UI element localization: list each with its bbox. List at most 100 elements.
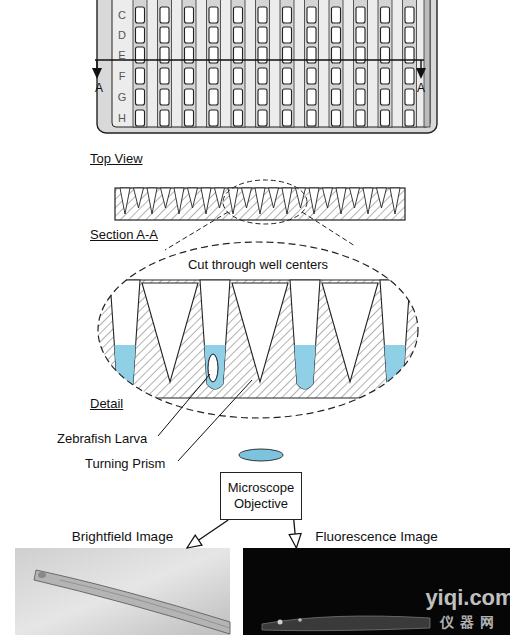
well-slot bbox=[356, 7, 365, 23]
well-slot bbox=[234, 27, 243, 43]
well-slot bbox=[307, 89, 316, 105]
section-letter: A bbox=[95, 82, 103, 95]
well-slot bbox=[356, 27, 365, 43]
leader-line bbox=[178, 380, 252, 461]
well-slot bbox=[381, 110, 390, 126]
section-arrow bbox=[92, 68, 102, 79]
section-well bbox=[269, 188, 279, 208]
panel-title: Brightfield Image bbox=[15, 529, 230, 544]
well-slot bbox=[332, 68, 341, 84]
well-slot bbox=[185, 110, 194, 126]
well-slot bbox=[136, 68, 145, 84]
larva-image bbox=[60, 580, 230, 628]
well-slot bbox=[258, 89, 267, 105]
well-slot bbox=[356, 89, 365, 105]
section-well bbox=[309, 188, 319, 214]
section-well bbox=[350, 188, 360, 208]
detail-leader bbox=[302, 212, 355, 246]
section-line bbox=[95, 59, 424, 60]
section-well bbox=[242, 188, 252, 208]
well-slot bbox=[405, 110, 414, 126]
well-slot bbox=[136, 89, 145, 105]
section-well bbox=[255, 188, 265, 214]
well-liquid bbox=[294, 345, 315, 389]
well-cavity bbox=[380, 280, 410, 389]
well-column bbox=[207, 0, 221, 127]
well-slot bbox=[160, 27, 169, 43]
well-slot bbox=[332, 7, 341, 23]
objective-lens bbox=[239, 449, 283, 461]
row-letter: E bbox=[118, 49, 125, 61]
section-well bbox=[201, 188, 211, 214]
plate-material bbox=[96, 280, 426, 398]
well-column bbox=[403, 0, 417, 127]
turning-prism bbox=[322, 283, 378, 382]
section-well bbox=[363, 188, 373, 214]
well-slot bbox=[381, 68, 390, 84]
well-slot bbox=[234, 89, 243, 105]
well-slot bbox=[185, 68, 194, 84]
objective-box: Microscope Objective bbox=[220, 472, 302, 520]
section-well bbox=[120, 188, 130, 214]
well-column bbox=[133, 0, 147, 127]
well-slot bbox=[332, 27, 341, 43]
well-slot bbox=[381, 89, 390, 105]
connector-arrow bbox=[294, 520, 297, 548]
panel-title: Fluorescence Image bbox=[243, 529, 510, 544]
connector-arrow bbox=[187, 520, 228, 548]
well-slot bbox=[381, 7, 390, 23]
section-well bbox=[147, 188, 157, 214]
well-slot bbox=[160, 110, 169, 126]
larva-eye bbox=[38, 572, 46, 578]
well-slot bbox=[332, 89, 341, 105]
well-column bbox=[256, 0, 270, 127]
well-slot bbox=[405, 68, 414, 84]
view-title: Top View bbox=[90, 152, 143, 166]
detail-view bbox=[96, 280, 426, 398]
well-slot bbox=[258, 110, 267, 126]
zebrafish-larva bbox=[208, 354, 218, 382]
well-slot bbox=[283, 68, 292, 84]
plate-inner bbox=[112, 0, 430, 127]
section-well bbox=[296, 188, 306, 208]
row-letter: F bbox=[119, 70, 126, 82]
well-column bbox=[231, 0, 245, 127]
well-slot bbox=[160, 68, 169, 84]
larva-image bbox=[34, 570, 230, 634]
section-well bbox=[188, 188, 198, 208]
section-well bbox=[134, 188, 144, 208]
well-slot bbox=[405, 7, 414, 23]
well-slot bbox=[332, 110, 341, 126]
well-column bbox=[378, 0, 392, 127]
well-slot bbox=[160, 89, 169, 105]
well-slot bbox=[209, 89, 218, 105]
section-well bbox=[390, 188, 400, 214]
image-panel: Brightfield Image bbox=[15, 548, 230, 635]
well-slot bbox=[234, 68, 243, 84]
view-title: Section A-A bbox=[90, 228, 158, 242]
well-liquid bbox=[384, 345, 405, 389]
well-cavity bbox=[110, 280, 140, 389]
turning-prism bbox=[142, 283, 198, 382]
well-grid bbox=[133, 0, 430, 127]
well-slot bbox=[381, 27, 390, 43]
detail-ellipse bbox=[98, 242, 418, 418]
well-liquid bbox=[204, 345, 225, 389]
section-well bbox=[336, 188, 346, 214]
well-slot bbox=[307, 68, 316, 84]
row-letter: H bbox=[118, 112, 126, 124]
section-well bbox=[282, 188, 292, 214]
fluorescent-spot bbox=[278, 620, 283, 625]
plate-rim bbox=[424, 0, 430, 127]
well-slot bbox=[209, 7, 218, 23]
watermark: yiqi.com bbox=[425, 586, 514, 610]
well-column bbox=[182, 0, 196, 127]
well-slot bbox=[209, 27, 218, 43]
section-arrow bbox=[416, 68, 426, 79]
box-label: Microscope Objective bbox=[223, 480, 299, 511]
well-slot bbox=[258, 7, 267, 23]
leader-line bbox=[158, 374, 210, 436]
larva-image bbox=[262, 616, 430, 631]
well-column bbox=[158, 0, 172, 127]
